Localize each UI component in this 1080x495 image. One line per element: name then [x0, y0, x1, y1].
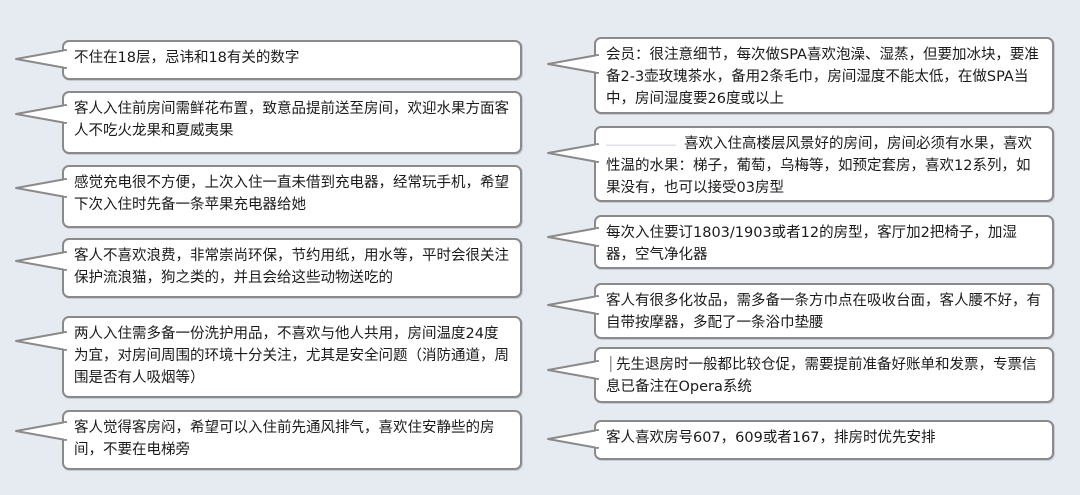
note-text: 会员：很注意细节，每次做SPA喜欢泡澡、湿蒸，但要加冰块，要准备2-3壶玫瑰茶水…	[606, 47, 1039, 107]
note-text: 每次入住要订1803/1903或者12的房型，客厅加2把椅子，加湿器，空气净化器	[606, 225, 1017, 263]
note-text: 不住在18层，忌讳和18有关的数字	[74, 50, 300, 66]
speech-tail-icon	[547, 54, 600, 74]
speech-tail-icon	[15, 251, 68, 271]
note-checkout-invoice: 先生退房时一般都比较仓促，需要提前准备好账单和发票，专票信息已备注在Opera系…	[547, 347, 1054, 403]
redacted-name	[606, 136, 676, 150]
note-room-numbers: 客人喜欢房号607，609或者167，排房时优先安排	[547, 420, 1054, 460]
note-text: 两人入住需多备一份洗护用品，不喜欢与他人共用，房间温度24度为宜，对房间周围的环…	[74, 326, 509, 386]
speech-tail-icon	[547, 227, 600, 247]
note-text: 先生退房时一般都比较仓促，需要提前准备好账单和发票，专票信息已备注在Opera系…	[606, 357, 1037, 395]
note-floor-18: 不住在18层，忌讳和18有关的数字	[15, 40, 522, 80]
speech-tail-icon	[547, 295, 600, 315]
note-eco: 客人不喜欢浪费，非常崇尚环保，节约用纸，用水等，平时会很关注保护流浪猫，狗之类的…	[15, 238, 522, 298]
note-ventilation: 客人觉得客房闷，希望可以入住前先通风排气，喜欢住安静些的房间，不要在电梯旁	[15, 410, 522, 470]
note-text: 客人入住前房间需鲜花布置，致意品提前送至房间，欢迎水果方面客人不吃火龙果和夏威夷…	[74, 101, 509, 139]
note-spa-member: 会员：很注意细节，每次做SPA喜欢泡澡、湿蒸，但要加冰块，要准备2-3壶玫瑰茶水…	[547, 37, 1054, 114]
speech-tail-icon	[15, 421, 68, 441]
speech-tail-icon	[547, 143, 600, 163]
speech-tail-icon	[15, 104, 68, 124]
note-room-type: 每次入住要订1803/1903或者12的房型，客厅加2把椅子，加湿器，空气净化器	[547, 215, 1054, 269]
note-flowers-fruit: 客人入住前房间需鲜花布置，致意品提前送至房间，欢迎水果方面客人不吃火龙果和夏威夷…	[15, 91, 522, 154]
note-charger: 感觉充电很不方便，上次入住一直未借到充电器，经常玩手机，希望下次入住时先备一条苹…	[15, 165, 522, 228]
note-text: 客人有很多化妆品，需多备一条方巾点在吸收台面，客人腰不好，有自带按摩器，多配了一…	[606, 293, 1041, 331]
speech-tail-icon	[547, 360, 600, 380]
note-toiletries-safety: 两人入住需多备一份洗护用品，不喜欢与他人共用，房间温度24度为宜，对房间周围的环…	[15, 316, 522, 398]
note-text: 客人觉得客房闷，希望可以入住前先通风排气，喜欢住安静些的房间，不要在电梯旁	[74, 420, 495, 458]
redacted-name	[606, 356, 616, 372]
speech-tail-icon	[15, 178, 68, 198]
speech-tail-icon	[547, 429, 600, 449]
speech-tail-icon	[15, 49, 68, 69]
note-text: 客人喜欢房号607，609或者167，排房时优先安排	[606, 430, 936, 446]
note-text: 喜欢入住高楼层风景好的房间，房间必须有水果，喜欢性温的水果：梯子，葡萄，乌梅等，…	[606, 136, 1032, 196]
note-text: 客人不喜欢浪费，非常崇尚环保，节约用纸，用水等，平时会很关注保护流浪猫，狗之类的…	[74, 248, 509, 286]
note-high-floor-fruit: 喜欢入住高楼层风景好的房间，房间必须有水果，喜欢性温的水果：梯子，葡萄，乌梅等，…	[547, 126, 1054, 202]
note-cosmetics-massage: 客人有很多化妆品，需多备一条方巾点在吸收台面，客人腰不好，有自带按摩器，多配了一…	[547, 283, 1054, 339]
speech-tail-icon	[15, 331, 68, 351]
note-text: 感觉充电很不方便，上次入住一直未借到充电器，经常玩手机，希望下次入住时先备一条苹…	[74, 175, 509, 213]
